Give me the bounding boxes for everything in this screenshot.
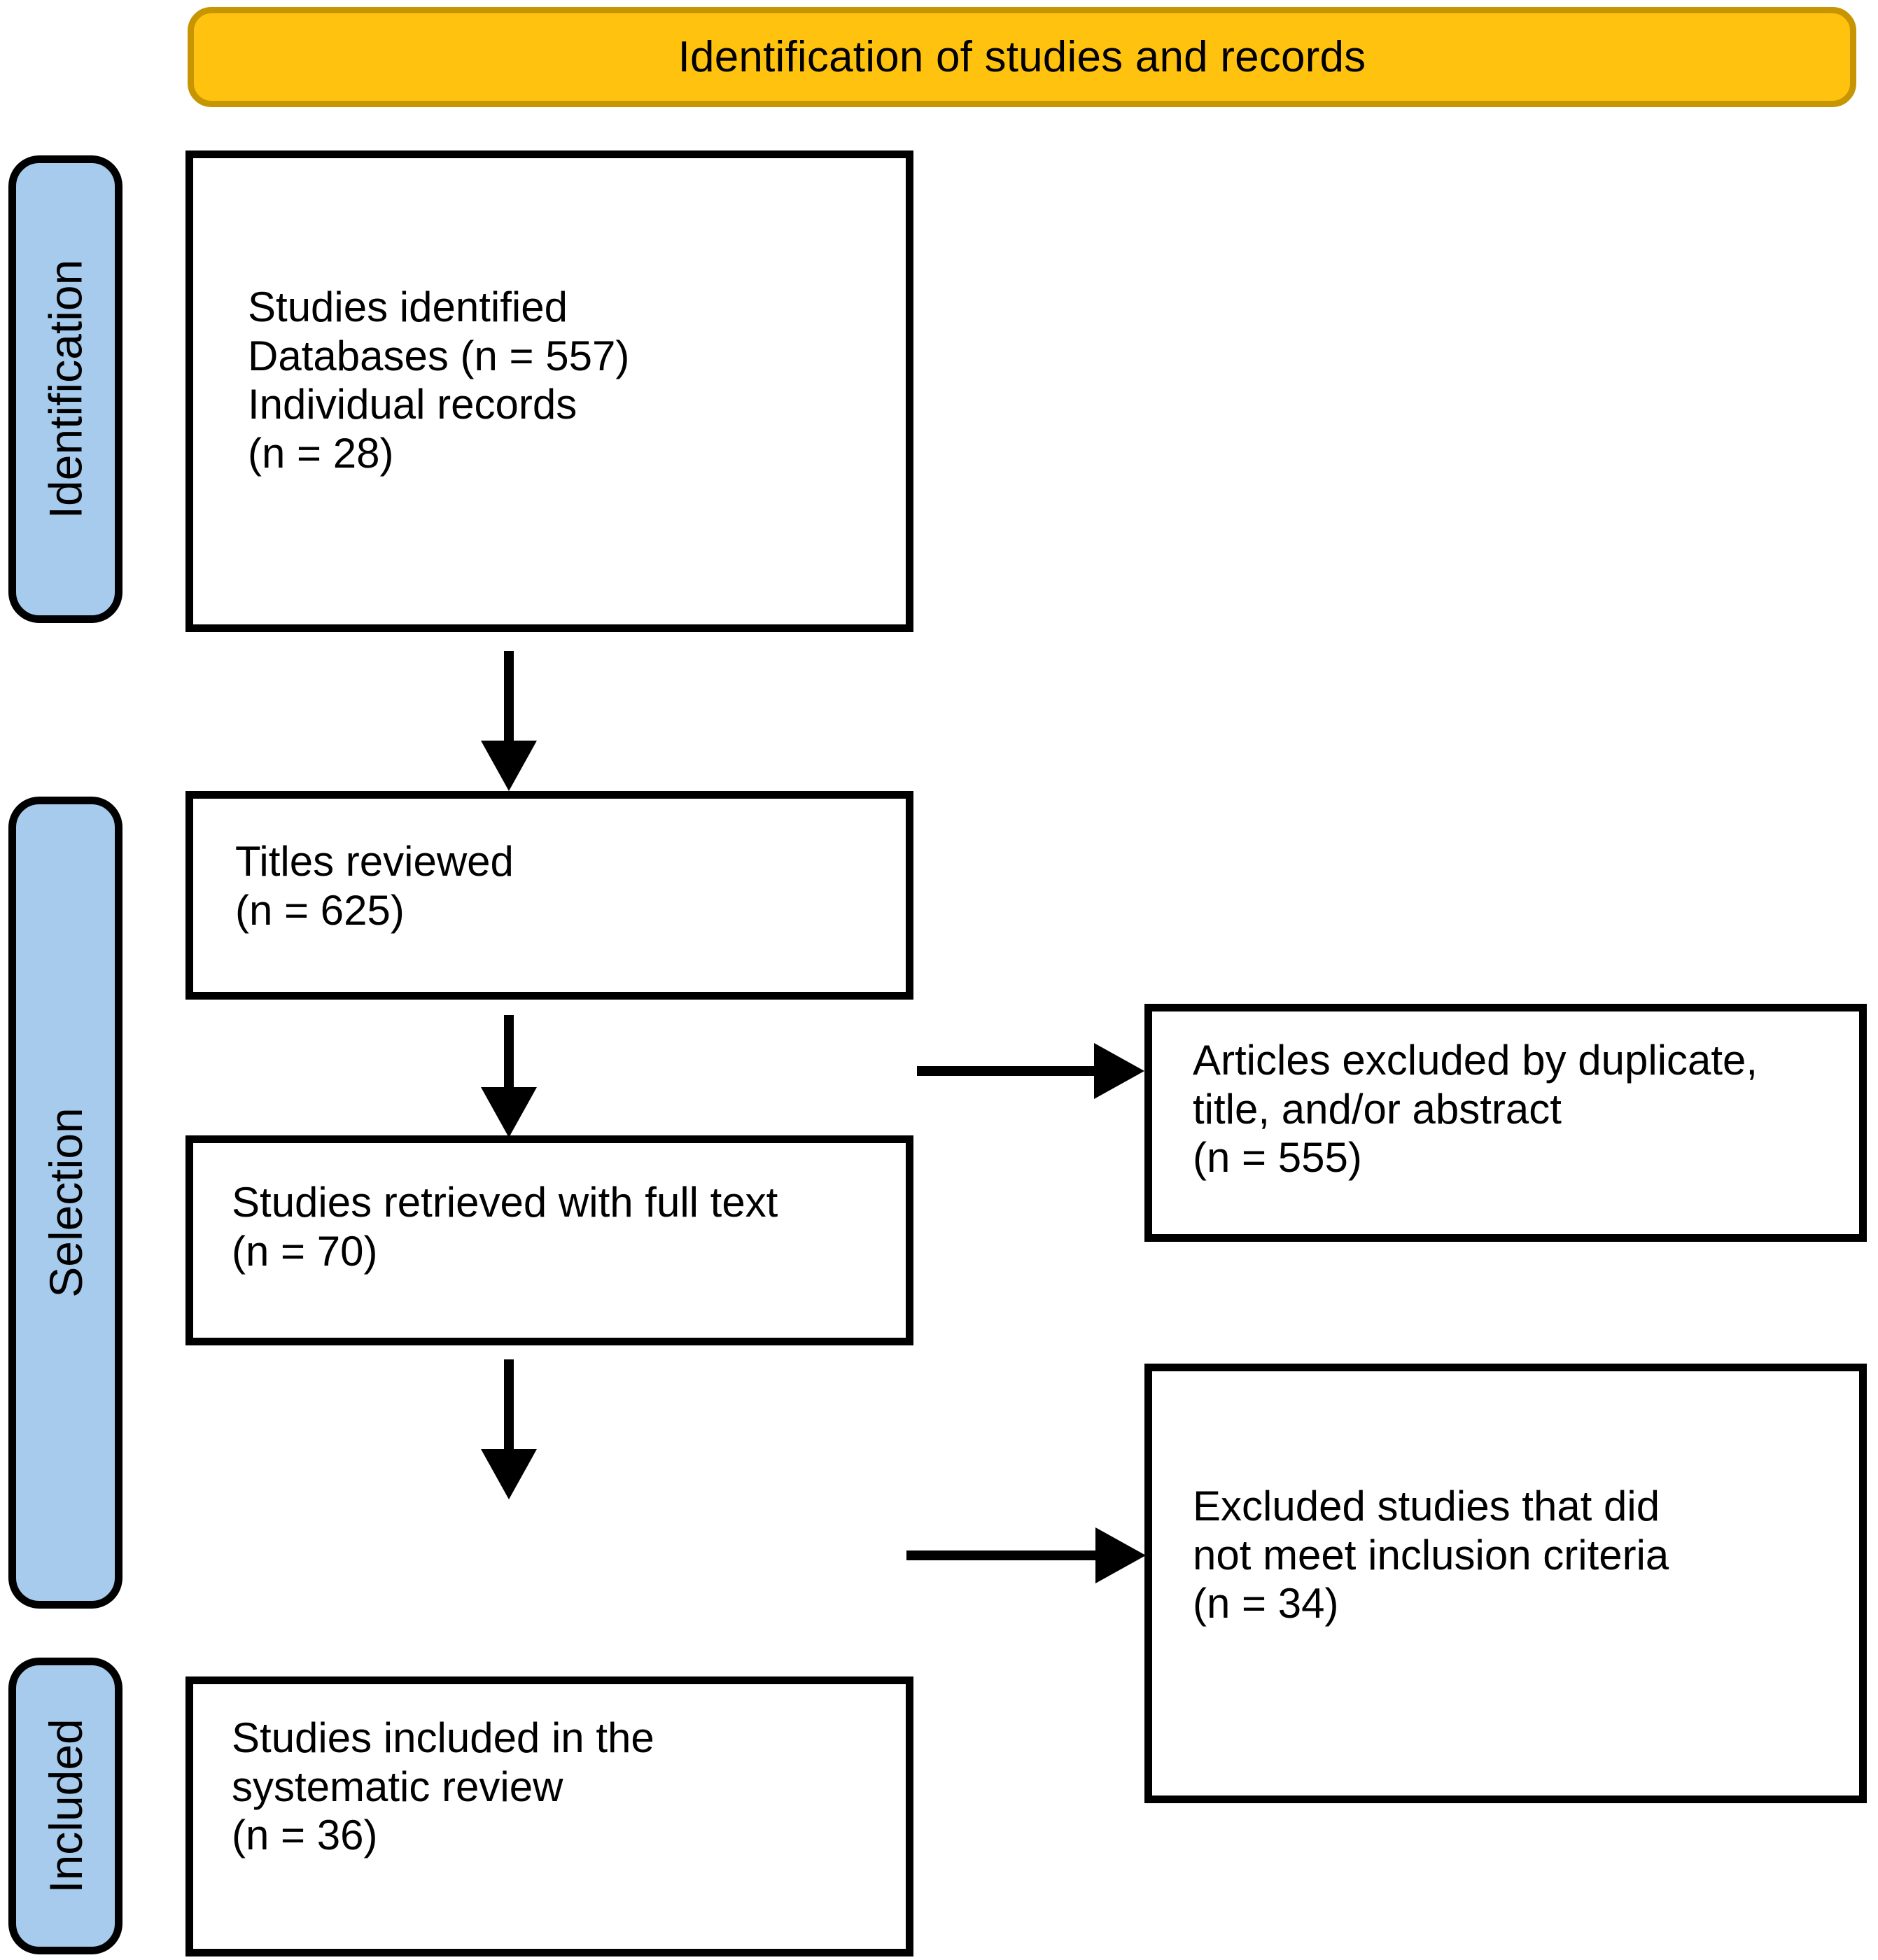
stage-rail-identification: Identification: [8, 155, 122, 623]
diagram-title: Identification of studies and records: [678, 32, 1366, 81]
arrow-head: [481, 1449, 537, 1499]
arrow-shaft: [906, 1550, 1097, 1560]
box-excluded-studies-inclusion-criteria-text: Excluded studies that did not meet inclu…: [1193, 1483, 1669, 1628]
arrow-shaft: [504, 651, 514, 742]
arrow-shaft: [917, 1066, 1095, 1076]
box-studies-retrieved-full-text: Studies retrieved with full text (n = 70…: [185, 1135, 913, 1345]
stage-label-selection: Selection: [39, 1107, 92, 1298]
box-studies-identified: Studies identified Databases (n = 557) I…: [185, 150, 913, 632]
box-titles-reviewed-text: Titles reviewed (n = 625): [235, 838, 514, 934]
arrow-shaft: [504, 1015, 514, 1088]
box-articles-excluded-duplicate: Articles excluded by duplicate, title, a…: [1144, 1004, 1867, 1242]
arrow-head: [481, 1087, 537, 1138]
box-studies-included-systematic-review: Studies included in the systematic revie…: [185, 1676, 913, 1956]
box-studies-identified-text: Studies identified Databases (n = 557) I…: [248, 284, 630, 477]
stage-rail-selection: Selection: [8, 797, 122, 1609]
arrow-head: [1095, 1527, 1146, 1583]
arrow-shaft: [504, 1359, 514, 1450]
stage-label-included: Included: [39, 1718, 92, 1893]
stage-rail-included: Included: [8, 1658, 122, 1954]
box-articles-excluded-duplicate-text: Articles excluded by duplicate, title, a…: [1193, 1037, 1758, 1182]
arrow-head: [481, 741, 537, 791]
box-titles-reviewed: Titles reviewed (n = 625): [185, 791, 913, 1000]
box-studies-included-systematic-review-text: Studies included in the systematic revie…: [232, 1714, 654, 1859]
box-studies-retrieved-full-text-text: Studies retrieved with full text (n = 70…: [232, 1179, 778, 1275]
box-excluded-studies-inclusion-criteria: Excluded studies that did not meet inclu…: [1144, 1364, 1867, 1803]
diagram-header-banner: Identification of studies and records: [188, 7, 1856, 107]
arrow-head: [1094, 1043, 1144, 1099]
stage-label-identification: Identification: [39, 259, 92, 519]
